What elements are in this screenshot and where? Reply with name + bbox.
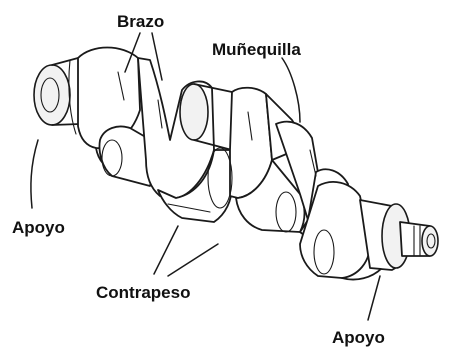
label-contrapeso: Contrapeso: [96, 283, 190, 302]
left-journal: [34, 58, 80, 125]
label-brazo: Brazo: [117, 12, 164, 31]
leader-contrapeso-left: [154, 226, 178, 274]
leader-contrapeso-right: [168, 244, 218, 276]
crankshaft-illustration: [34, 48, 438, 280]
leader-apoyo-right: [368, 276, 380, 320]
label-munequilla: Muñequilla: [212, 40, 301, 59]
label-apoyo-right: Apoyo: [332, 328, 385, 347]
right-journal: [360, 200, 438, 270]
leader-apoyo-left: [31, 140, 38, 208]
label-apoyo-left: Apoyo: [12, 218, 65, 237]
